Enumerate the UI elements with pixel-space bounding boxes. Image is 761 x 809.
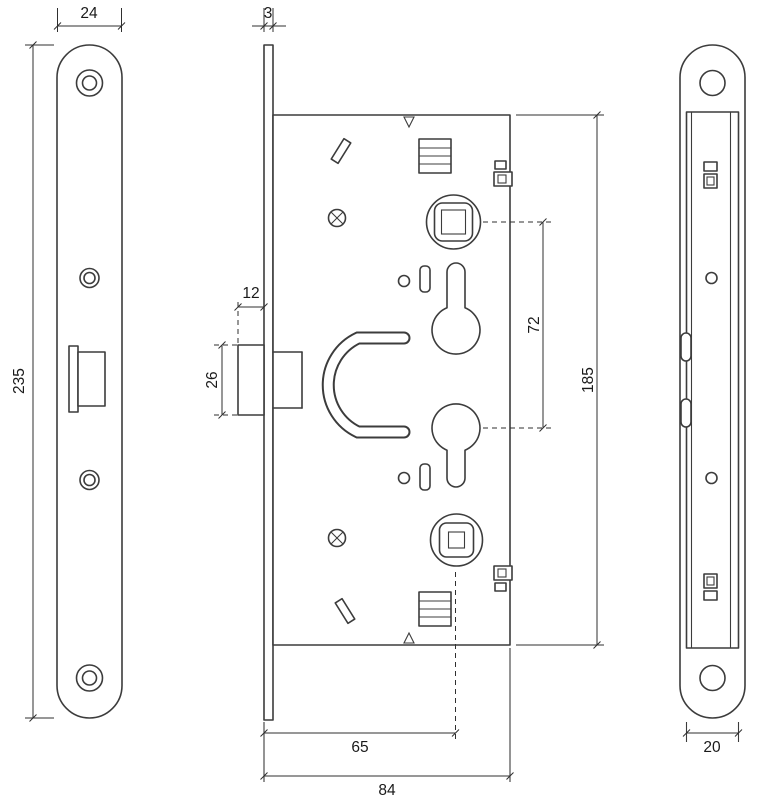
edge-aux-part-top <box>703 161 718 189</box>
phillips-screw-top <box>327 208 347 228</box>
screw-hole-bottom <box>75 664 104 692</box>
dimension-latch-height: 26 <box>204 341 237 419</box>
dim-label-20: 20 <box>703 739 721 756</box>
u-spring <box>321 331 411 439</box>
edge-pin-hole-lower <box>705 471 718 485</box>
dimension-backset: 65 <box>260 572 460 782</box>
wedge-mark-bottom <box>403 631 415 644</box>
dim-label-12: 12 <box>242 285 259 302</box>
edge-latch-bump-upper <box>680 332 692 362</box>
phillips-screw-bottom <box>327 528 347 548</box>
lock-case-outline <box>272 114 511 646</box>
handle-follower-top <box>425 194 482 250</box>
dim-label-84: 84 <box>378 782 396 799</box>
slanted-pin-bottom <box>334 597 356 625</box>
dim-label-26: 26 <box>204 371 221 388</box>
edge-screw-hole-top <box>699 69 726 97</box>
dim-label-65: 65 <box>351 739 368 756</box>
dim-label-72: 72 <box>526 316 543 333</box>
dimension-faceplate-width: 24 <box>53 5 126 32</box>
slanted-pin-top <box>330 137 352 165</box>
edge-case-body <box>685 111 740 649</box>
dimension-edge-width: 20 <box>682 722 743 756</box>
pin-hole-upper <box>79 267 100 289</box>
dimension-latch-projection: 12 <box>234 285 268 343</box>
pivot-pin-lower <box>397 463 431 491</box>
dim-label-24: 24 <box>80 5 98 22</box>
faceplate-front-view: 235 24 <box>11 5 126 722</box>
faceplate-edge-view: 20 <box>679 44 746 756</box>
spring-pack-bottom <box>418 591 452 627</box>
edge-aux-part-bottom <box>703 573 718 601</box>
dimension-faceplate-length: 235 <box>11 41 54 722</box>
pivot-pin-upper <box>397 265 431 293</box>
handle-follower-bottom <box>429 513 484 567</box>
edge-pin-hole-upper <box>705 271 718 285</box>
latch-opening <box>68 345 106 413</box>
aux-latch-bottom <box>493 565 513 592</box>
aux-latch-top <box>493 160 513 187</box>
pin-hole-lower <box>79 469 100 491</box>
dim-label-3: 3 <box>264 5 273 22</box>
lock-body-side-view: 12 26 72 185 <box>204 5 604 799</box>
euro-cylinder-cutout-lower <box>431 403 481 488</box>
screw-hole-top <box>75 69 104 97</box>
spring-pack-top <box>418 138 452 174</box>
euro-cylinder-cutout-upper <box>431 262 481 355</box>
dimension-case-depth: 84 <box>260 648 514 799</box>
dimension-handle-to-cylinder: 72 <box>483 218 553 432</box>
wedge-mark-top <box>403 116 415 129</box>
edge-screw-hole-bottom <box>699 664 726 692</box>
dimension-faceplate-thickness: 3 <box>252 5 286 32</box>
faceplate-edge-strip <box>263 44 274 721</box>
dim-label-185: 185 <box>580 367 597 393</box>
latch-bolt <box>237 344 303 416</box>
edge-latch-bump-lower <box>680 398 692 428</box>
dim-label-235: 235 <box>11 368 28 394</box>
dimension-case-height: 185 <box>516 111 604 649</box>
